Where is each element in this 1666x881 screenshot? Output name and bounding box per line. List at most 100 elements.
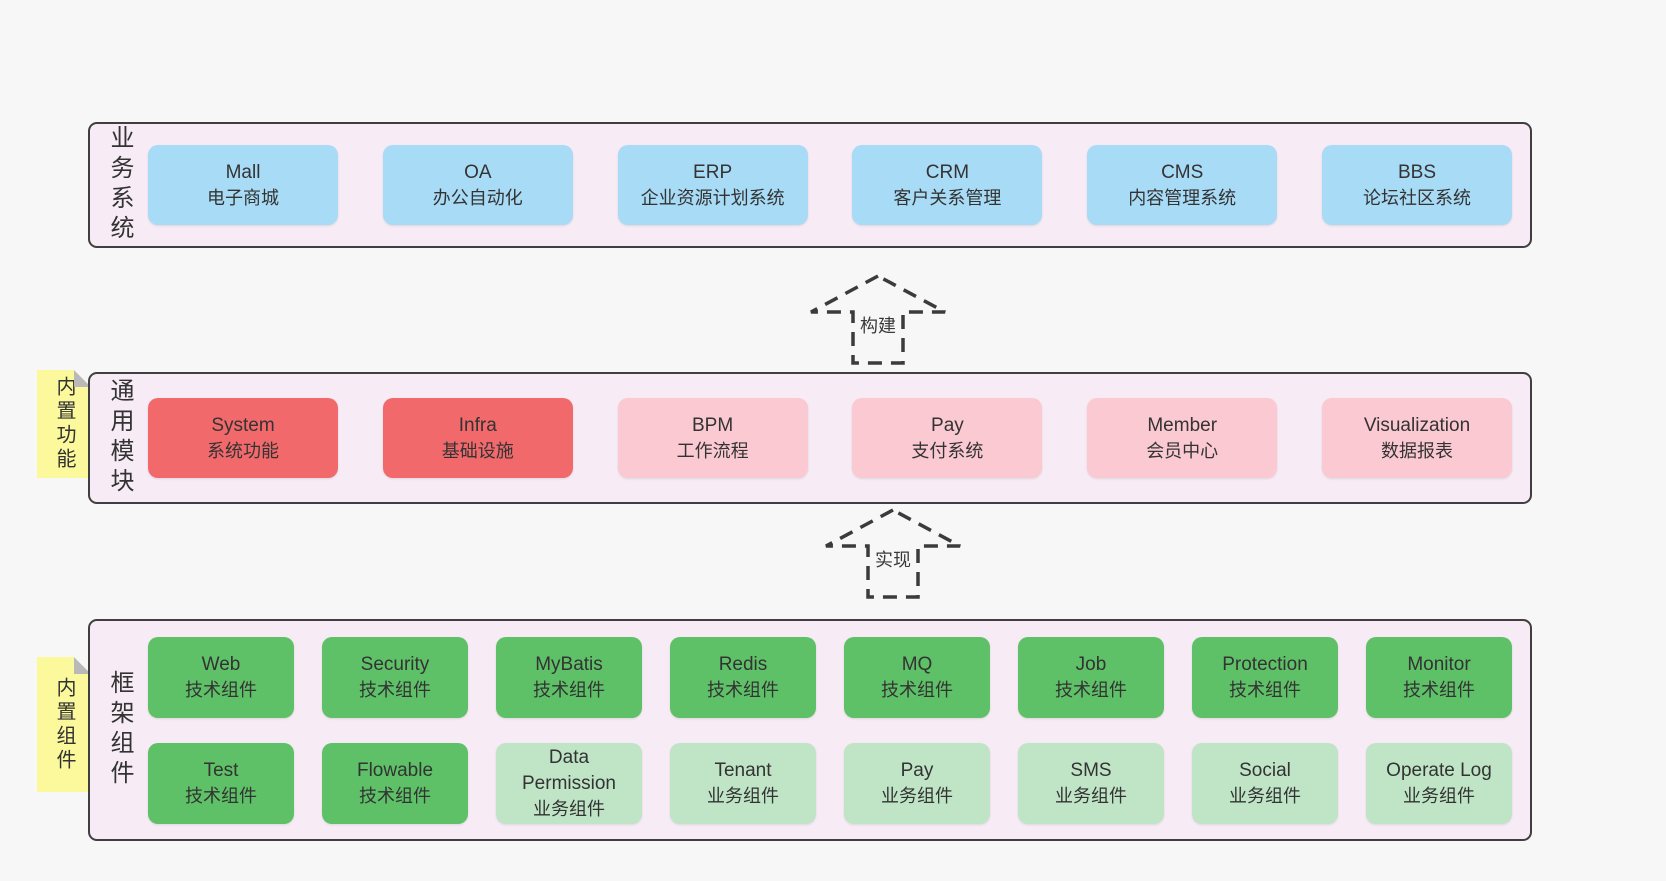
box-subtitle: 技术组件 <box>185 785 257 806</box>
box-title: Protection <box>1222 653 1308 675</box>
box-subtitle: 技术组件 <box>359 785 431 806</box>
box-social: Social 业务组件 <box>1192 742 1338 824</box>
business-systems-container: 业务系统 Mall 电子商城 OA 办公自动化 ERP 企业资源计划系统 CRM 客户关系管理… <box>88 122 1532 248</box>
box-bbs: BBS 论坛社区系统 <box>1321 145 1512 225</box>
box-cms: CMS 内容管理系统 <box>1087 145 1278 225</box>
box-title: ERP <box>693 161 733 183</box>
box-title: Pay <box>900 759 934 781</box>
box-title: Data Permission <box>522 746 616 794</box>
box-title: SMS <box>1070 759 1112 781</box>
box-subtitle: 业务组件 <box>707 785 779 806</box>
box-protection: Protection 技术组件 <box>1192 636 1338 718</box>
common-modules-boxes: System 系统功能 Infra 基础设施 BPM 工作流程 Pay 支付系统 Member 会… <box>148 374 1530 502</box>
business-systems-boxes: Mall 电子商城 OA 办公自动化 ERP 企业资源计划系统 CRM 客户关系管理 CMS 内容… <box>148 124 1530 246</box>
box-pay: Pay 业务组件 <box>844 742 990 824</box>
implement-arrow-label: 实现 <box>872 544 914 574</box>
common-modules-label: 通用模块 <box>106 378 133 498</box>
box-subtitle: 论坛社区系统 <box>1362 187 1471 208</box>
box-title: Pay <box>931 414 964 436</box>
box-monitor: Monitor 技术组件 <box>1366 636 1512 718</box>
box-title: Operate Log <box>1386 759 1492 781</box>
box-subtitle: 技术组件 <box>185 679 257 700</box>
common-modules-container: 通用模块 System 系统功能 Infra 基础设施 BPM 工作流程 Pay 支付系统 Me… <box>88 372 1532 504</box>
builtin-components-label: 内置组件 <box>53 676 75 773</box>
box-subtitle: 业务组件 <box>881 785 953 806</box>
box-subtitle: 技术组件 <box>359 679 431 700</box>
box-subtitle: 业务组件 <box>1229 785 1301 806</box>
box-subtitle: 客户关系管理 <box>893 187 1002 208</box>
box-subtitle: 会员中心 <box>1146 440 1219 461</box>
box-infra: Infra 基础设施 <box>382 398 573 478</box>
box-title: OA <box>464 161 492 183</box>
box-title: Mall <box>225 161 261 183</box>
box-crm: CRM 客户关系管理 <box>852 145 1043 225</box>
box-subtitle: 系统功能 <box>207 440 279 461</box>
box-title: Infra <box>458 414 497 436</box>
box-subtitle: 技术组件 <box>1229 679 1301 700</box>
box-subtitle: 业务组件 <box>1403 785 1475 806</box>
box-title: MQ <box>901 653 933 675</box>
box-sms: SMS 业务组件 <box>1018 742 1164 824</box>
box-title: Flowable <box>356 759 434 781</box>
box-subtitle: 基础设施 <box>441 440 514 461</box>
box-title: Test <box>203 759 239 781</box>
box-visualization: Visualization 数据报表 <box>1321 398 1512 478</box>
box-web: Web 技术组件 <box>148 636 294 718</box>
implement-arrow-icon <box>823 508 963 600</box>
box-subtitle: 技术组件 <box>707 679 779 700</box>
box-title: CMS <box>1161 161 1204 183</box>
builtin-functions-label: 内置功能 <box>53 376 75 472</box>
box-subtitle: 工作流程 <box>676 440 749 461</box>
box-title: Security <box>360 653 430 675</box>
box-subtitle: 业务组件 <box>533 798 605 819</box>
box-title: Job <box>1075 653 1107 675</box>
framework-components-label-col: 框架组件 <box>90 621 148 839</box>
box-title: Social <box>1239 759 1291 781</box>
box-title: Redis <box>718 653 768 675</box>
box-subtitle: 办公自动化 <box>432 187 523 208</box>
box-operate-log: Operate Log 业务组件 <box>1366 742 1512 824</box>
box-title: Web <box>201 653 241 675</box>
box-flowable: Flowable 技术组件 <box>322 742 468 824</box>
box-subtitle: 技术组件 <box>1403 679 1475 700</box>
box-subtitle: 业务组件 <box>1055 785 1127 806</box>
box-subtitle: 电子商城 <box>207 187 279 208</box>
box-security: Security 技术组件 <box>322 636 468 718</box>
build-arrow-label: 构建 <box>857 310 899 340</box>
box-title: System <box>211 414 275 436</box>
builtin-components-sticky: 内置组件 <box>37 657 91 792</box>
box-member: Member 会员中心 <box>1087 398 1278 478</box>
box-redis: Redis 技术组件 <box>670 636 816 718</box>
business-systems-label: 业务系统 <box>106 125 133 245</box>
box-data-permission: Data Permission 业务组件 <box>496 742 642 824</box>
box-title: CRM <box>925 161 970 183</box>
build-arrow-icon <box>808 274 948 366</box>
box-subtitle: 内容管理系统 <box>1128 187 1237 208</box>
box-subtitle: 数据报表 <box>1380 440 1453 461</box>
box-mall: Mall 电子商城 <box>148 145 338 225</box>
common-modules-label-col: 通用模块 <box>90 374 148 502</box>
box-title: BPM <box>692 414 734 436</box>
business-systems-label-col: 业务系统 <box>90 124 148 246</box>
box-title: BBS <box>1397 161 1436 183</box>
box-erp: ERP 企业资源计划系统 <box>617 145 808 225</box>
framework-components-label: 框架组件 <box>106 670 133 790</box>
box-bpm: BPM 工作流程 <box>617 398 808 478</box>
box-tenant: Tenant 业务组件 <box>670 742 816 824</box>
box-pay: Pay 支付系统 <box>852 398 1043 478</box>
box-system: System 系统功能 <box>148 398 338 478</box>
box-test: Test 技术组件 <box>148 742 294 824</box>
box-subtitle: 支付系统 <box>911 440 984 461</box>
box-title: Visualization <box>1363 414 1471 436</box>
box-subtitle: 企业资源计划系统 <box>640 187 785 208</box>
box-title: Tenant <box>714 759 772 781</box>
builtin-functions-sticky: 内置功能 <box>37 370 91 478</box>
box-title: Member <box>1147 414 1218 436</box>
box-title: Monitor <box>1407 653 1471 675</box>
